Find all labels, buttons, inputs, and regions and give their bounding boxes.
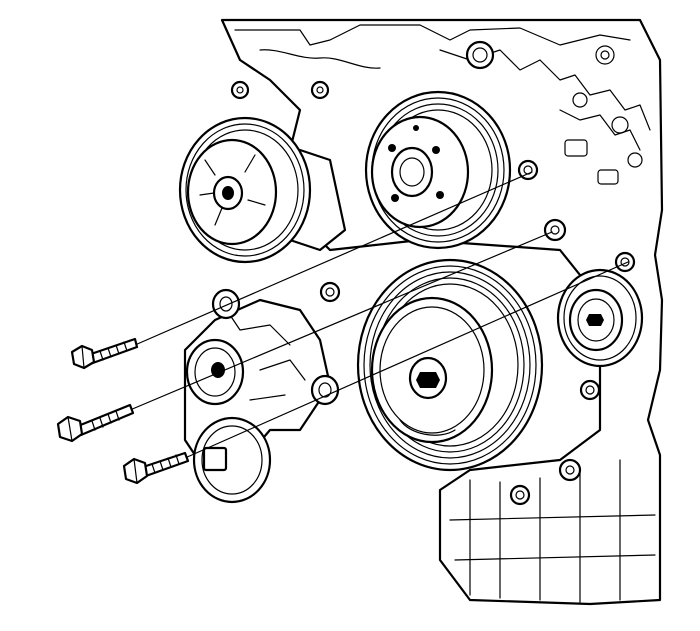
tensioner-bolt-middle (56, 403, 135, 443)
water-pump-pulley (364, 90, 512, 250)
crankshaft-balancer (356, 258, 544, 472)
idler-pulley (556, 268, 644, 368)
tensioner-bolt-upper (70, 337, 139, 370)
alignment-lines (129, 171, 629, 459)
tensioner-bolt-lower (122, 451, 190, 485)
power-steering-pump-pulley (178, 116, 347, 264)
drive-belt-tensioner (183, 288, 340, 504)
